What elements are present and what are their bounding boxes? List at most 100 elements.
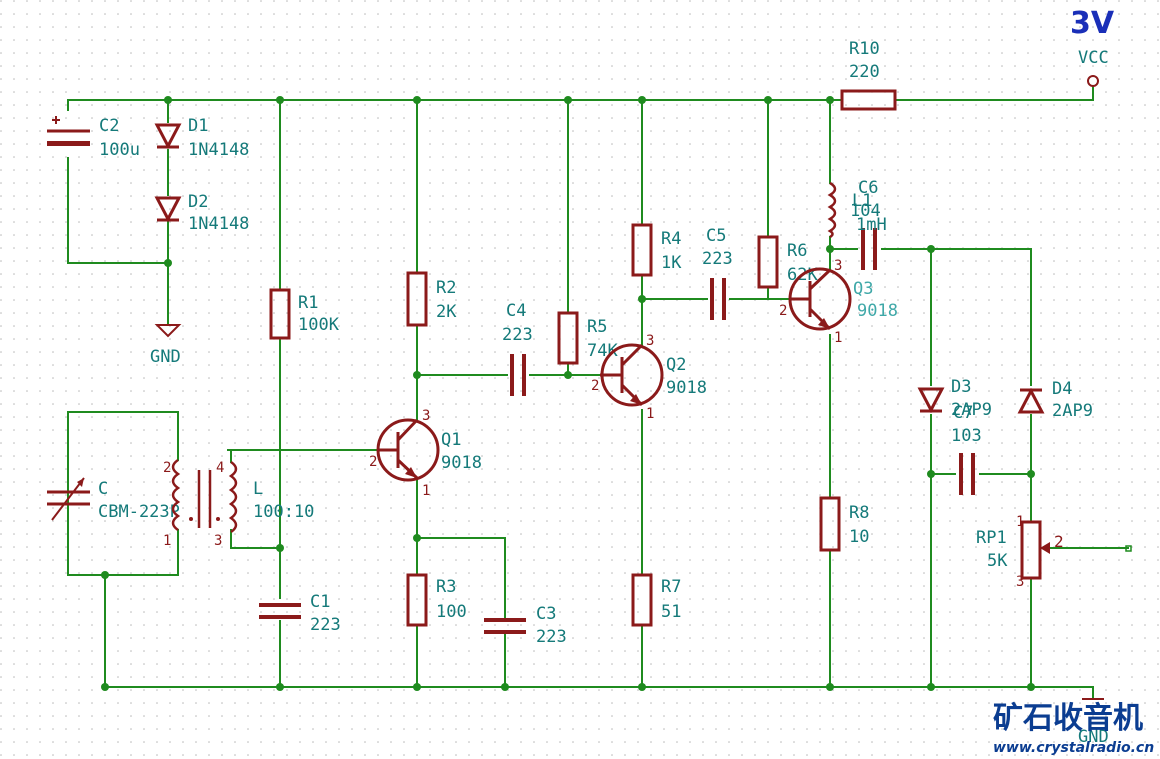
c1-value: 223 [310,615,341,635]
diode-d2: D2 1N4148 [154,192,249,234]
rp1-value: 5K [987,551,1008,571]
r6-ref: R6 [787,241,807,261]
capacitor-c1: C1 223 [259,592,341,635]
q1-pin-1: 1 [422,483,430,499]
resistor-r1: R1 100K [269,288,340,340]
junctions [101,96,1035,691]
c3-value: 223 [536,627,567,647]
q2-pin-1: 1 [646,406,654,422]
resistor-r4: R4 1K [631,223,682,277]
vcc-port: VCC [1078,48,1109,87]
c4-value: 223 [502,325,533,345]
resistor-r10: R10 220 [840,39,897,111]
q3-value: 9018 [857,301,898,321]
capacitor-c6: C6 104 [850,178,881,270]
resistor-r7: R7 51 [631,573,681,627]
rp1-pin-2: 2 [1054,532,1064,551]
capacitor-c4: C4 223 [502,301,533,396]
rp1-ref: RP1 [976,528,1007,548]
supply-title: 3V [1070,6,1115,41]
l-pin-1: 1 [163,533,171,549]
q1-ref: Q1 [441,430,461,450]
output-terminal [1125,545,1132,552]
c2-ref: C2 [99,116,119,136]
resistor-r5: R5 74K [557,311,618,365]
l-value: 100:10 [253,502,314,522]
potentiometer-rp1: 1 3 2 RP1 5K [976,514,1064,590]
r1-value: 100K [298,315,340,335]
q2-pin-3: 3 [646,333,654,349]
r8-value: 10 [849,527,869,547]
q3-pin-3: 3 [834,258,842,274]
diode-d4: D4 2AP9 [1017,379,1093,421]
resistor-r3: R3 100 [406,573,467,627]
d3-ref: D3 [951,377,971,397]
q1-pin-2: 2 [369,454,377,470]
r3-ref: R3 [436,577,456,597]
r7-value: 51 [661,602,681,622]
r7-ref: R7 [661,577,681,597]
ground-symbol-left: GND [150,324,182,367]
c4-ref: C4 [506,301,526,321]
l1-ref: L1 [852,191,872,211]
r4-ref: R4 [661,229,681,249]
resistor-r2: R2 2K [406,271,457,327]
q1-pin-3: 3 [422,408,430,424]
c6-ref: C6 [858,178,878,198]
c3-ref: C3 [536,604,556,624]
d4-ref: D4 [1052,379,1072,399]
c5-ref: C5 [706,226,726,246]
resistor-r8: R8 10 [819,496,869,552]
d1-value: 1N4148 [188,140,249,160]
r10-value: 220 [849,62,880,82]
q3-pin-2: 2 [779,303,787,319]
r1-ref: R1 [298,293,318,313]
r4-value: 1K [661,253,682,273]
variable-capacitor-c: C CBM-223P [47,477,180,522]
transistor-q1: 2 3 1 Q1 9018 [369,408,482,499]
q3-ref: Q3 [853,279,873,299]
q2-value: 9018 [666,378,707,398]
l1-value: 1mH [856,215,887,235]
d2-value: 1N4148 [188,214,249,234]
q1-value: 9018 [441,453,482,473]
c6-value: 104 [850,201,881,221]
r2-value: 2K [436,302,457,322]
q2-ref: Q2 [666,355,686,375]
diode-d1: D1 1N4148 [154,116,249,160]
r10-ref: R10 [849,39,880,59]
diode-d3: D3 2AP9 [917,377,992,420]
rp1-pin-1: 1 [1016,514,1024,530]
transistor-q3: 2 3 1 Q3 9018 [779,258,898,346]
d2-ref: D2 [188,192,208,212]
vcc-label: VCC [1078,48,1109,68]
transistor-q2: 2 3 1 Q2 9018 [591,333,707,422]
q2-pin-2: 2 [591,378,599,394]
r8-ref: R8 [849,503,869,523]
gnd-label-left: GND [150,347,181,367]
gnd-label-right: GND [1078,727,1109,747]
l-pin-3: 3 [214,533,222,549]
site-logo: 矿石收音机 www.crystalradio.cn [993,701,1154,756]
rp1-pin-3: 3 [1016,574,1024,590]
r5-ref: R5 [587,317,607,337]
c-value: CBM-223P [98,502,180,522]
transformer-l: 2 1 4 3 L 100:10 [163,458,314,549]
r3-value: 100 [436,602,467,622]
c7-ref: C7 [953,403,973,423]
q3-pin-1: 1 [834,330,842,346]
logo-url-text: www.crystalradio.cn [993,740,1154,756]
d3-value: 2AP9 [951,400,992,420]
c1-ref: C1 [310,592,330,612]
c7-value: 103 [951,426,982,446]
l-pin-4: 4 [216,460,224,476]
l-pin-2: 2 [163,460,171,476]
d1-ref: D1 [188,116,208,136]
capacitor-c7: C7 103 [951,403,982,495]
capacitor-c2: C2 100u [47,116,140,160]
c2-value: 100u [99,140,140,160]
c5-value: 223 [702,249,733,269]
d4-value: 2AP9 [1052,401,1093,421]
